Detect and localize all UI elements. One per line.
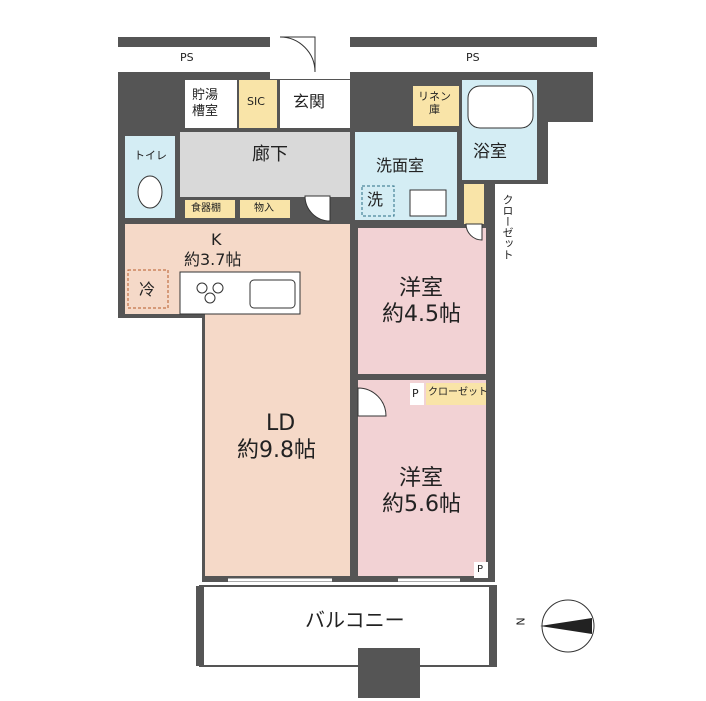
pipe-space1: [410, 383, 424, 405]
toilet-label: トイレ: [134, 149, 167, 162]
top-left-ps-wall: [118, 37, 270, 47]
entrance-area: [280, 80, 350, 128]
entrance-label: 玄関: [293, 92, 326, 111]
sic-room: [239, 80, 277, 128]
entrance-door: [279, 36, 316, 73]
western2-size-label: 約5.6帖: [382, 492, 461, 517]
closet2-label: クローゼット: [428, 387, 488, 398]
washroom-label: 洗面室: [376, 156, 425, 175]
storage-area: [240, 200, 290, 218]
outside-left: [118, 318, 202, 583]
closet-door: [465, 223, 483, 241]
balcony-label: バルコニー: [305, 608, 405, 632]
ld-name-label: LD: [266, 411, 296, 436]
bathtub: [467, 85, 534, 129]
ld-door: [304, 195, 331, 222]
linen-room: [413, 86, 459, 126]
ps-right-label: PS: [466, 51, 480, 64]
stove-burner: [212, 282, 224, 294]
wash-basin: [409, 189, 447, 217]
stove-burner: [196, 282, 208, 294]
corridor-label: 廊下: [252, 144, 288, 165]
balcony-area: [199, 585, 497, 667]
western1-size-label: 約4.5帖: [382, 302, 461, 327]
ld-size-label: 約9.8帖: [237, 438, 316, 463]
top-right-ps-wall: [350, 37, 597, 47]
closet-vertical-area: [464, 184, 484, 224]
ld-area: [205, 314, 350, 576]
linen-label: リネン 庫: [418, 90, 451, 117]
dish-shelf-label: 食器棚: [191, 203, 221, 214]
kitchen-sink: [249, 279, 296, 309]
hot-water-tank-room: [185, 80, 237, 128]
bathroom-label: 浴室: [473, 142, 507, 162]
closet2-area: [426, 383, 486, 405]
right-column: [543, 72, 593, 122]
pipe-space2: [474, 562, 488, 578]
balcony-right-wall: [489, 586, 497, 666]
pipe-space1-label: P: [412, 387, 419, 400]
sic-label: SIC: [247, 95, 265, 108]
washer-label: 洗: [367, 190, 384, 209]
ps-left-label: PS: [180, 51, 194, 64]
outside-right: [495, 184, 555, 584]
western2-door: [357, 387, 387, 417]
fridge-area: [127, 269, 169, 309]
kitchen-name-label: K: [211, 230, 222, 249]
closet-vertical-label: クローゼット: [501, 194, 514, 260]
corridor-area: [180, 132, 350, 197]
kitchen-size-label: 約3.7帖: [184, 250, 242, 269]
dish-shelf-area: [185, 200, 235, 218]
washer-box: [361, 185, 395, 217]
fridge-label: 冷: [139, 280, 156, 299]
hot-water-tank-label: 貯湯 槽室: [192, 88, 219, 119]
balcony-pillar: [358, 648, 420, 698]
storage-label: 物入: [254, 203, 274, 214]
western2-name-label: 洋室: [399, 466, 444, 491]
compass-needle: [540, 618, 592, 634]
western1-area: [358, 228, 486, 374]
stove-burner: [204, 292, 216, 304]
compass-n-label: N: [513, 617, 527, 626]
balcony-left-wall: [196, 586, 204, 666]
toilet-bowl: [137, 175, 163, 209]
pipe-space2-label: P: [477, 564, 484, 575]
western1-name-label: 洋室: [399, 276, 444, 301]
